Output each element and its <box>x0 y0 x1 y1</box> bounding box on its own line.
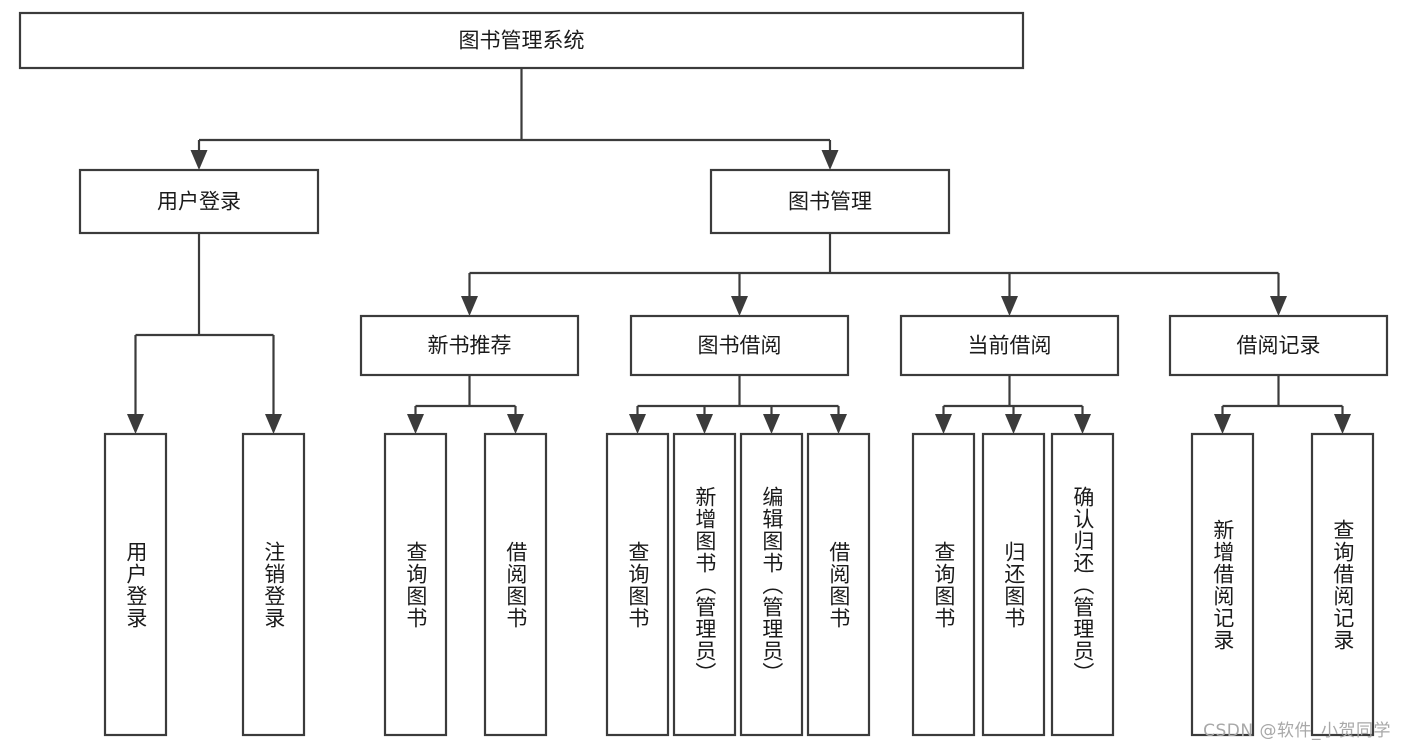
arrow-head-icon <box>1214 414 1231 434</box>
leaf-node-leaf-query-book-recommend[interactable] <box>383 432 448 737</box>
leaf-node-leaf-return-book[interactable] <box>981 432 1046 737</box>
leaf-node-leaf-edit-book[interactable] <box>739 432 804 737</box>
node-book-borrow[interactable]: 图书借阅 <box>629 314 850 377</box>
arrow-head-icon <box>1005 414 1022 434</box>
node-root[interactable]: 图书管理系统 <box>18 11 1025 70</box>
node-box-leaf-logout[interactable] <box>241 432 306 737</box>
node-box-leaf-add-book[interactable] <box>672 432 737 737</box>
leaf-node-leaf-add-borrow-record[interactable] <box>1190 432 1255 737</box>
node-box-borrow-record[interactable] <box>1168 314 1389 377</box>
node-label-book-borrow: 图书借阅 <box>698 334 782 358</box>
arrow-head-icon <box>265 414 282 434</box>
node-book-manage[interactable]: 图书管理 <box>709 168 951 235</box>
node-box-leaf-query-book-current[interactable] <box>911 432 976 737</box>
node-label-book-manage: 图书管理 <box>788 190 872 214</box>
node-box-book-manage[interactable] <box>709 168 951 235</box>
node-label-root: 图书管理系统 <box>459 29 585 53</box>
node-box-leaf-query-borrow-record[interactable] <box>1310 432 1375 737</box>
arrow-head-icon <box>696 414 713 434</box>
arrow-head-icon <box>935 414 952 434</box>
connector-layer <box>127 68 1351 434</box>
leaf-node-leaf-logout[interactable] <box>241 432 306 737</box>
arrow-head-icon <box>763 414 780 434</box>
node-box-leaf-query-book-borrow[interactable] <box>605 432 670 737</box>
leaf-node-leaf-borrow-book[interactable] <box>806 432 871 737</box>
arrow-head-icon <box>1001 296 1018 316</box>
arrow-head-icon <box>461 296 478 316</box>
arrow-head-icon <box>507 414 524 434</box>
arrow-head-icon <box>127 414 144 434</box>
arrow-head-icon <box>830 414 847 434</box>
arrow-head-icon <box>1270 296 1287 316</box>
arrow-head-icon <box>407 414 424 434</box>
node-current-borrow[interactable]: 当前借阅 <box>899 314 1120 377</box>
leaf-node-leaf-borrow-book-recommend[interactable] <box>483 432 548 737</box>
node-box-leaf-borrow-book-recommend[interactable] <box>483 432 548 737</box>
arrow-head-icon <box>1074 414 1091 434</box>
node-box-leaf-confirm-return[interactable] <box>1050 432 1115 737</box>
leaf-node-leaf-query-borrow-record[interactable] <box>1310 432 1375 737</box>
node-borrow-record[interactable]: 借阅记录 <box>1168 314 1389 377</box>
node-box-leaf-query-book-recommend[interactable] <box>383 432 448 737</box>
arrow-head-icon <box>821 150 839 170</box>
node-label-new-book-recommend: 新书推荐 <box>428 334 512 358</box>
node-new-book-recommend[interactable]: 新书推荐 <box>359 314 580 377</box>
csdn-watermark: CSDN @软件_小贺同学 <box>1203 721 1391 741</box>
leaf-node-leaf-query-book-borrow[interactable] <box>605 432 670 737</box>
leaf-node-leaf-user-login[interactable] <box>103 432 168 737</box>
arrow-head-icon <box>190 150 208 170</box>
leaf-node-leaf-add-book[interactable] <box>672 432 737 737</box>
node-box-user-login[interactable] <box>78 168 320 235</box>
node-box-leaf-return-book[interactable] <box>981 432 1046 737</box>
node-box-book-borrow[interactable] <box>629 314 850 377</box>
arrow-head-icon <box>629 414 646 434</box>
node-box-leaf-user-login[interactable] <box>103 432 168 737</box>
node-user-login[interactable]: 用户登录 <box>78 168 320 235</box>
node-box-current-borrow[interactable] <box>899 314 1120 377</box>
node-box-root[interactable] <box>18 11 1025 70</box>
arrow-head-icon <box>731 296 748 316</box>
node-label-borrow-record: 借阅记录 <box>1237 334 1321 358</box>
node-box-leaf-edit-book[interactable] <box>739 432 804 737</box>
node-box-leaf-borrow-book[interactable] <box>806 432 871 737</box>
node-label-current-borrow: 当前借阅 <box>968 334 1052 358</box>
leaf-node-leaf-query-book-current[interactable] <box>911 432 976 737</box>
leaf-node-leaf-confirm-return[interactable] <box>1050 432 1115 737</box>
node-box-new-book-recommend[interactable] <box>359 314 580 377</box>
arrow-head-icon <box>1334 414 1351 434</box>
node-box-leaf-add-borrow-record[interactable] <box>1190 432 1255 737</box>
node-label-user-login: 用户登录 <box>157 190 241 214</box>
